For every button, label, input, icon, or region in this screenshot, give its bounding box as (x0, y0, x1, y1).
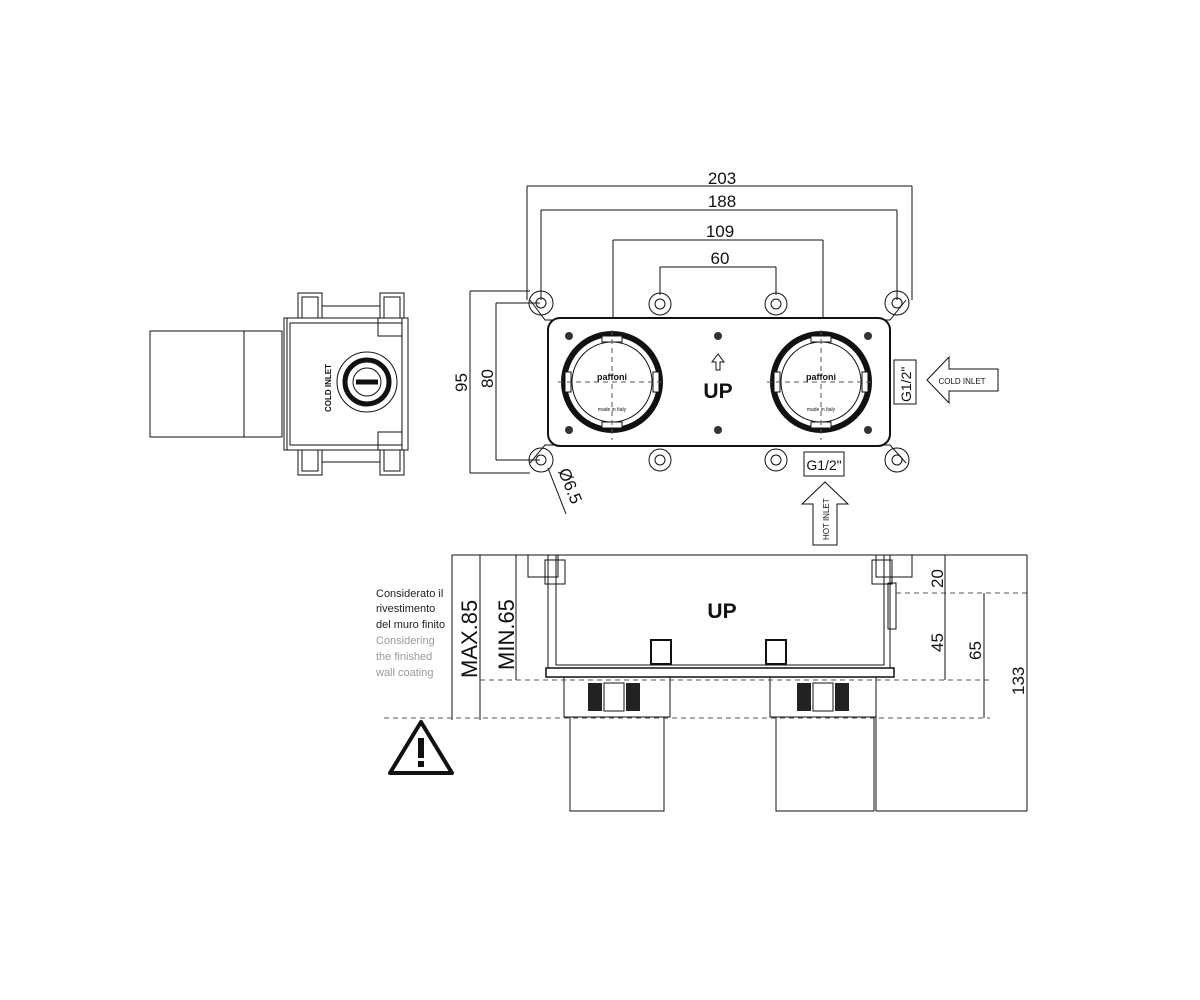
made-in-right: made in Italy (807, 407, 836, 413)
side-view: COLD INLET (149, 292, 409, 476)
cartridge-left (563, 676, 671, 812)
depth-20: 20 (928, 569, 947, 588)
dim-203: 203 (708, 169, 736, 188)
dim-hole-diameter: Ø6.5 (554, 465, 585, 506)
valve-right: paffoni made in Italy (767, 330, 875, 440)
depth-133: 133 (1009, 667, 1028, 695)
hot-inlet-arrow: HOT INLET (800, 481, 850, 546)
thread-side: G1/2" (898, 367, 914, 402)
note-it-2: rivestimento (376, 603, 435, 615)
note-it-1: Considerato il (376, 588, 443, 600)
brand-right: paffoni (806, 372, 836, 382)
front-up-label: UP (703, 380, 732, 403)
wall-coating-note: Considerato il rivestimento del muro fin… (375, 588, 445, 679)
side-cold-inlet-label: COLD INLET (324, 364, 333, 412)
left-dimensions: 95 80 (452, 290, 540, 474)
dim-80: 80 (478, 369, 497, 388)
front-view: 203 188 109 60 95 80 (452, 169, 999, 546)
arrow-up-icon (711, 353, 725, 371)
hot-inlet-label: HOT INLET (822, 498, 831, 540)
section-up-label: UP (707, 600, 736, 623)
cold-inlet-arrow: COLD INLET (926, 355, 999, 405)
note-en-2: the finished (376, 651, 432, 663)
depth-65: 65 (966, 641, 985, 660)
dim-109: 109 (706, 222, 734, 241)
top-dimensions: 203 188 109 60 (526, 169, 913, 340)
note-en-3: wall coating (375, 667, 433, 679)
warning-triangle-icon (388, 720, 454, 775)
brand-left: paffoni (597, 372, 627, 382)
dim-95: 95 (452, 373, 471, 392)
valve-left: paffoni made in Italy (558, 330, 666, 440)
thread-bottom: G1/2" (806, 457, 841, 473)
dim-60: 60 (711, 249, 730, 268)
note-it-3: del muro finito (376, 619, 445, 631)
section-view: MAX.85 MIN.65 UP (375, 554, 1028, 812)
max-depth: MAX.85 (457, 600, 482, 678)
min-depth: MIN.65 (494, 599, 519, 670)
depth-45: 45 (928, 633, 947, 652)
note-en-1: Considering (376, 635, 435, 647)
inlet-arrow-icon (926, 355, 999, 405)
dim-188: 188 (708, 192, 736, 211)
made-in-left: made in Italy (598, 407, 627, 413)
cold-inlet-label: COLD INLET (938, 377, 985, 386)
cartridge-right (769, 676, 877, 812)
